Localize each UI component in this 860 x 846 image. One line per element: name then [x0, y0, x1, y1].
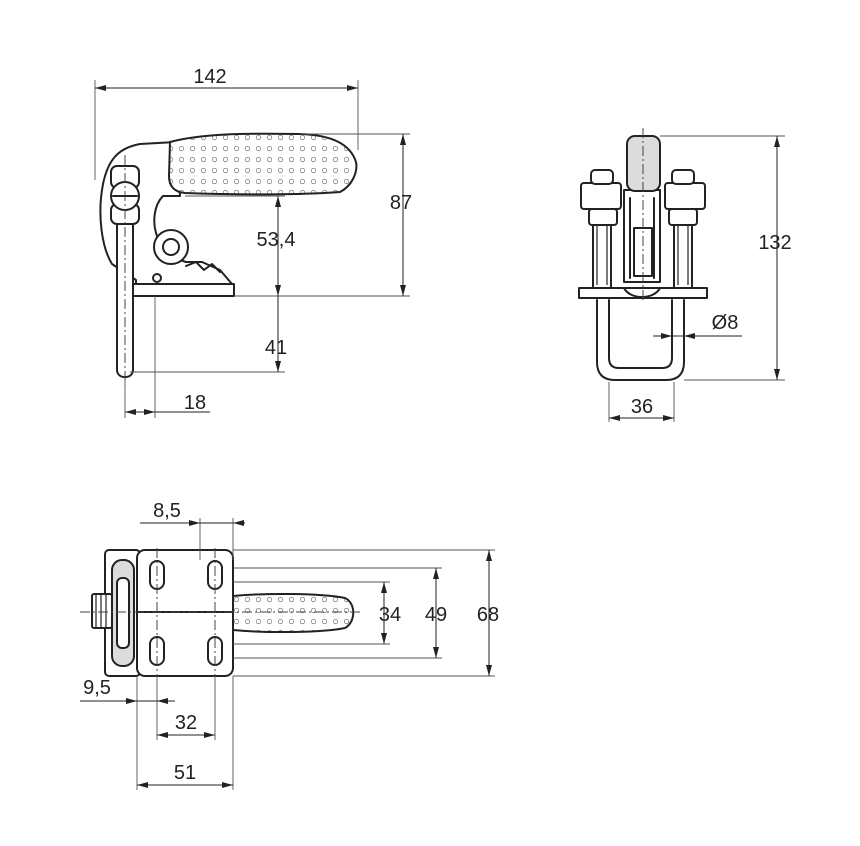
- left-upper-nut: [580, 182, 622, 210]
- arrow: [381, 582, 387, 593]
- dim-41-label: 41: [265, 337, 287, 359]
- arrow: [95, 85, 106, 91]
- arrow: [486, 665, 492, 676]
- ext-85: [199, 518, 234, 560]
- arrow: [661, 333, 672, 339]
- ext-51: [136, 676, 234, 790]
- top-u-bolt-inner: [116, 577, 130, 649]
- u-bolt-outer: [596, 299, 685, 381]
- arrow: [347, 85, 358, 91]
- dim-32-label: 32: [175, 712, 197, 734]
- right-lower-nut: [668, 208, 698, 226]
- arrow: [189, 520, 200, 526]
- arrow: [400, 134, 406, 145]
- dim-85-label: 8,5: [153, 500, 181, 522]
- dim-142-label: 142: [193, 66, 226, 88]
- top-view: 8,5 34 49 68 9,5 32 51: [80, 500, 499, 790]
- body-foot: [623, 287, 661, 298]
- arrow: [144, 409, 155, 415]
- arrow: [486, 550, 492, 561]
- arrow: [137, 782, 148, 788]
- end-view: 132 Ø8 36: [578, 128, 792, 422]
- arrow: [433, 647, 439, 658]
- body-inner-lines: [629, 197, 655, 279]
- arrow: [774, 136, 780, 147]
- rivet: [152, 273, 162, 283]
- u-bolt-inner: [608, 299, 673, 369]
- arrow: [233, 520, 244, 526]
- base-plate: [129, 283, 235, 297]
- arrow: [433, 568, 439, 579]
- arrow: [774, 369, 780, 380]
- pivot-circle: [153, 229, 189, 265]
- grip-handle: [167, 132, 358, 196]
- arrow: [684, 333, 695, 339]
- tip-thread: [95, 594, 107, 628]
- left-lower-nut: [588, 208, 618, 226]
- dim-18-label: 18: [184, 392, 206, 414]
- top-grip-handle: [232, 592, 355, 634]
- arrow: [157, 698, 168, 704]
- arrow: [663, 415, 674, 421]
- arrow: [204, 732, 215, 738]
- arrow: [157, 732, 168, 738]
- plunger-tip: [91, 593, 113, 629]
- dim-34-label: 34: [379, 604, 401, 626]
- arrow: [275, 196, 281, 207]
- dim-87-label: 87: [390, 192, 412, 214]
- dim-68-label: 68: [477, 604, 499, 626]
- dim-534-label: 53,4: [257, 229, 296, 251]
- dim-d8-label: Ø8: [712, 312, 739, 334]
- dim-51-label: 51: [174, 762, 196, 784]
- arrow: [400, 285, 406, 296]
- arrow: [126, 698, 137, 704]
- dim-49-label: 49: [425, 604, 447, 626]
- arrow: [381, 633, 387, 644]
- arrow: [275, 285, 281, 296]
- dim-36-label: 36: [631, 396, 653, 418]
- left-stud-top: [590, 169, 614, 185]
- arrow: [609, 415, 620, 421]
- dim-132-label: 132: [758, 232, 791, 254]
- ext-32: [156, 676, 216, 740]
- side-view: 142 87 53,4 41 18: [94, 66, 412, 418]
- right-upper-nut: [664, 182, 706, 210]
- right-stud-top: [671, 169, 695, 185]
- dim-95-label: 9,5: [83, 677, 111, 699]
- arrow: [125, 409, 136, 415]
- arrow: [222, 782, 233, 788]
- foot-serration: [185, 261, 221, 273]
- pivot-pin: [162, 238, 180, 256]
- arrow: [275, 361, 281, 372]
